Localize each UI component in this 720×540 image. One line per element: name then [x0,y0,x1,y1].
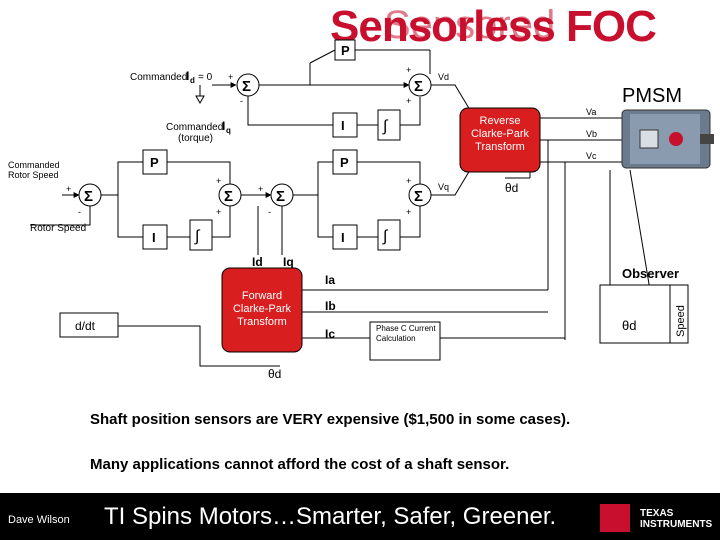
sign-iqpi-plus: + [258,184,263,194]
i-block-q: I [332,224,358,250]
vq-label: Vq [438,182,449,192]
observer-theta-d: θd [622,318,636,333]
sign-iq-plus1: + [216,176,221,186]
commanded-iq-label: Commanded [166,122,223,133]
ti-brand-line2: INSTRUMENTS [640,519,713,530]
i-block-d-label: I [341,118,345,133]
torque-label: (torque) [178,133,213,144]
i-block-d: I [332,112,358,138]
id-equals-zero: = 0 [198,72,213,83]
sigma-iq-pi: Σ [276,188,285,205]
commanded-id-label: Commanded [130,72,187,83]
ddt-block: d/dt [59,312,119,338]
sign-vq-plus2: + [406,207,411,217]
i-block-q-label: I [341,230,345,245]
theta-d-inverse: θd [505,181,518,195]
sign-vq-plus1: + [406,176,411,186]
vb-label: Vb [586,129,597,139]
theta-d-feedback: θd [268,367,281,381]
sign-vd-plus1: + [406,65,411,75]
sum-junction-id: Σ [236,73,260,97]
sign-vd-plus2: + [406,96,411,106]
integral-block-d: ∫ [377,109,401,141]
sigma-iq: Σ [224,188,233,205]
ti-brand: TEXAS INSTRUMENTS [640,508,712,530]
iq-symbol: I [222,119,225,133]
sigma-vd: Σ [414,78,423,95]
rotor-speed-label: Rotor Speed [30,223,86,234]
integral-d-symbol: ∫ [382,118,389,135]
integral-block-q: ∫ [377,219,401,251]
iq-feedback-label: Iq [283,255,294,269]
foc-block-diagram: P Commanded I d = 0 Commanded I q (torqu… [8,39,714,381]
ia-label: Ia [325,273,335,287]
i-block-speed-label: I [152,230,156,245]
footer-author: Dave Wilson [8,514,70,526]
integral-q-symbol: ∫ [382,228,389,245]
sigma-speed: Σ [84,188,93,205]
sum-junction-vd: Σ [408,73,432,97]
reverse-clarke-park-block: Reverse Clarke-Park Transform [459,107,541,173]
sum-junction-vq: Σ [408,183,432,207]
ib-label: Ib [325,299,336,313]
sigma-id: Σ [242,78,251,95]
sigma-vq: Σ [414,188,423,205]
vd-label: Vd [438,72,449,82]
sign-id-plus: + [228,72,233,82]
id-feedback-label: Id [252,255,263,269]
sign-speed-plus: + [66,184,71,194]
ti-logo-icon [600,504,630,532]
p-block-speed: P [142,149,168,175]
phase-c-block: Phase C Current Calculation [369,321,441,361]
sign-iq-plus2: + [216,207,221,217]
observer-label: Observer [622,266,679,281]
integral-speed-symbol: ∫ [194,228,201,245]
footer-slogan: TI Spins Motors…Smarter, Safer, Greener. [104,503,557,530]
iq-subscript: q [226,126,231,135]
commanded-speed-label: Commanded Rotor Speed [8,160,60,180]
id-subscript: d [190,76,195,85]
p-block-top-label: P [341,43,350,58]
id-symbol: I [186,69,189,83]
ic-label: Ic [325,327,335,341]
observer-block: Observer θd Speed [599,266,689,344]
pmsm-label: PMSM [622,85,682,107]
forward-clarke-park-label: Forward Clarke-Park Transform [232,290,292,328]
reverse-clarke-park-label: Reverse Clarke-Park Transform [470,115,530,153]
vc-label: Vc [586,151,597,161]
sign-iqpi-minus: - [268,207,271,217]
sum-junction-iq-pi: Σ [270,183,294,207]
note-sensor-cost: Shaft position sensors are VERY expensiv… [90,411,571,428]
slide-title: Sensorless FOC [330,2,657,51]
sum-junction-speed: Σ [78,183,102,207]
motor-image [621,109,714,169]
p-block-q: P [332,149,358,175]
sign-id-minus: - [240,96,243,106]
va-label: Va [586,107,596,117]
sign-speed-minus: - [78,207,81,217]
ddt-label: d/dt [75,319,96,333]
speed-label: Speed [675,305,687,337]
sum-junction-iq: Σ [218,183,242,207]
wires [30,49,651,367]
note-cannot-afford: Many applications cannot afford the cost… [90,456,510,473]
p-block-speed-label: P [150,155,159,170]
i-block-speed: I [142,224,168,250]
p-block-q-label: P [340,155,349,170]
slide-title-overlay: Sensored [384,3,556,47]
commanded-speed-fo: Commanded Rotor Speed [8,160,60,180]
forward-clarke-park-block: Forward Clarke-Park Transform [221,267,303,353]
integral-block-speed: ∫ [189,219,213,251]
ti-brand-line1: TEXAS [640,508,674,519]
phase-c-label: Phase C Current Calculation [376,324,436,343]
